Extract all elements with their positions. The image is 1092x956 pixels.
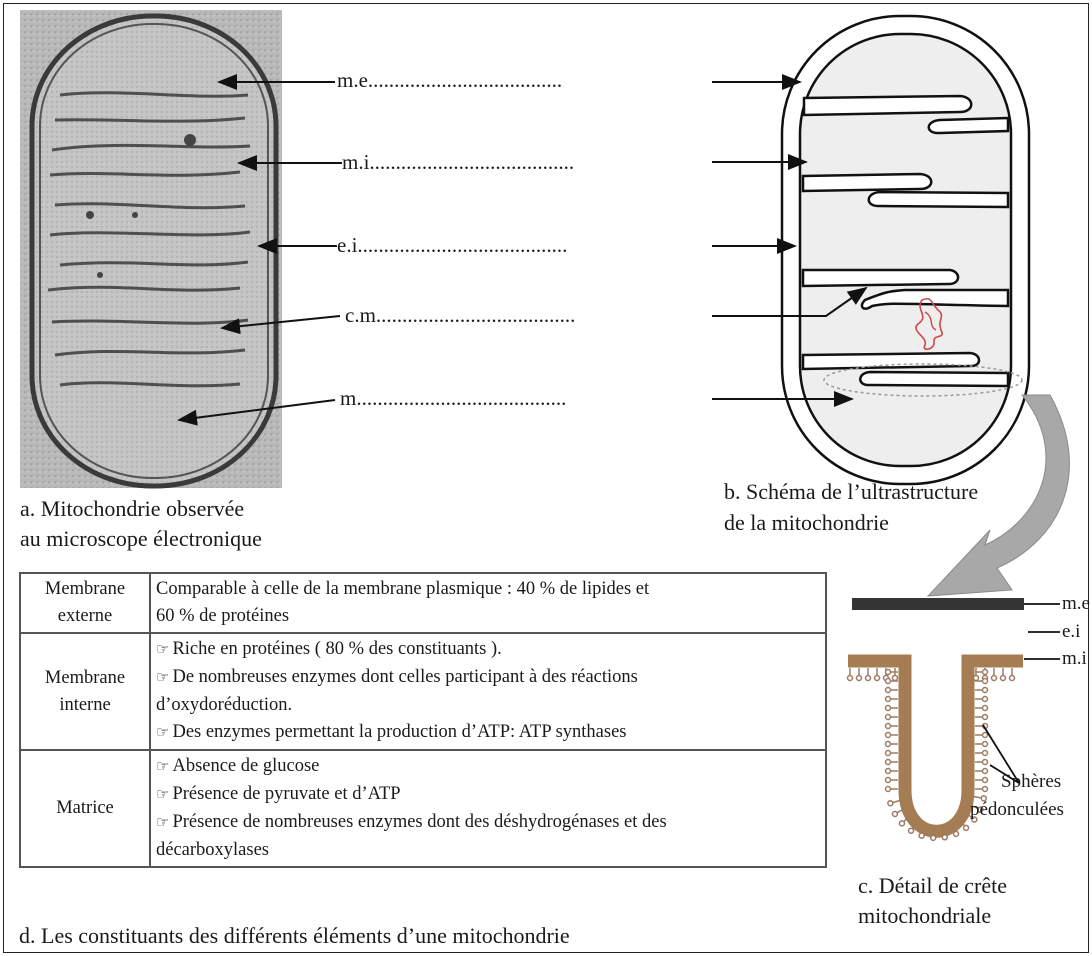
sphere-head [886, 760, 891, 765]
sphere-head [983, 787, 988, 792]
sphere-head [919, 833, 924, 838]
desc-line: Présence de nombreuses enzymes dont des … [172, 812, 666, 832]
sphere-head [974, 676, 979, 681]
sphere-head [886, 679, 891, 684]
sphere-head [1001, 676, 1006, 681]
row-name-cell: Membrane interne [20, 633, 150, 750]
row-desc-cell: Absence de glucose Présence de pyruvate … [150, 750, 826, 867]
row-name-cell: Matrice [20, 750, 150, 867]
caption-b-line2: de la mitochondrie [724, 509, 889, 537]
sphere-head [983, 751, 988, 756]
sphere-head [886, 751, 891, 756]
row-name: Membrane [25, 665, 145, 692]
caption-d: d. Les constituants des différents éléme… [19, 922, 570, 950]
sphere-head [893, 676, 898, 681]
sphere-head [983, 715, 988, 720]
row-name: Matrice [25, 795, 145, 822]
sphere-head [886, 787, 891, 792]
desc-line: Des enzymes permettant la production d’A… [172, 722, 626, 742]
sphere-head [954, 831, 959, 836]
crest-label-me: m.e [1062, 593, 1090, 615]
hand-pointer-icon [156, 667, 172, 687]
row-name-cell: Membrane externe [20, 573, 150, 633]
sphere-head [983, 697, 988, 702]
sphere-head [886, 706, 891, 711]
sphere-head [992, 676, 997, 681]
caption-a-line2: au microscope électronique [20, 525, 262, 553]
hand-pointer-icon [156, 639, 172, 659]
sphere-head [886, 742, 891, 747]
sphere-head [983, 679, 988, 684]
hand-pointer-icon [156, 722, 172, 742]
sphere-head [983, 769, 988, 774]
hand-pointer-icon [156, 812, 172, 832]
caption-c-line1: c. Détail de crête [858, 872, 1007, 900]
sphere-head [983, 778, 988, 783]
sphere-head [983, 742, 988, 747]
crest-label-ei: e.i [1062, 621, 1080, 643]
caption-b-line1: b. Schéma de l’ultrastructure [724, 478, 978, 506]
label-mi: m.i.....................................… [342, 150, 574, 174]
sphere-head [866, 676, 871, 681]
label-m: m.......................................… [340, 386, 566, 410]
caption-c-line2: mitochondriale [858, 902, 991, 930]
row-name: Membrane [25, 576, 145, 603]
sphere-head [983, 670, 988, 675]
sphere-head [886, 688, 891, 693]
label-ei: e.i.....................................… [337, 233, 567, 257]
outer-membrane-bar [852, 598, 1024, 610]
desc-line: Présence de pyruvate et d’ATP [172, 784, 400, 804]
table-row: Membrane interne Riche en protéines ( 80… [20, 633, 826, 750]
sphere-head [886, 670, 891, 675]
desc-line: Comparable à celle de la membrane plasmi… [156, 576, 821, 603]
row-name: interne [25, 692, 145, 719]
sphere-head [931, 835, 936, 840]
sphere-head [886, 733, 891, 738]
sphere-head [983, 760, 988, 765]
desc-line: d’oxydoréduction. [156, 692, 821, 719]
desc-line: Absence de glucose [172, 756, 319, 776]
sphere-head [892, 812, 897, 817]
label-cm: c.m.....................................… [345, 303, 575, 327]
sphere-head [886, 769, 891, 774]
spheres-label-line1: Sphères [1001, 771, 1061, 793]
spheres-label-line2: pédonculées [970, 799, 1064, 821]
table-row: Membrane externe Comparable à celle de l… [20, 573, 826, 633]
sphere-head [899, 821, 904, 826]
row-name: externe [25, 603, 145, 630]
sphere-head [886, 715, 891, 720]
desc-line: De nombreuses enzymes dont celles partic… [172, 667, 637, 687]
sphere-head [875, 676, 880, 681]
desc-line: Riche en protéines ( 80 % des constituan… [172, 639, 501, 659]
row-desc-cell: Comparable à celle de la membrane plasmi… [150, 573, 826, 633]
hand-pointer-icon [156, 784, 172, 804]
sphere-head [942, 835, 947, 840]
sphere-head [857, 676, 862, 681]
desc-line: décarboxylases [156, 837, 821, 864]
sphere-head [909, 828, 914, 833]
table-row: Matrice Absence de glucose Présence de p… [20, 750, 826, 867]
sphere-head [1010, 676, 1015, 681]
sphere-head [886, 778, 891, 783]
sphere-head [888, 801, 893, 806]
sphere-head [983, 688, 988, 693]
caption-a-line1: a. Mitochondrie observée [20, 495, 244, 523]
sphere-head [886, 724, 891, 729]
row-desc-cell: Riche en protéines ( 80 % des constituan… [150, 633, 826, 750]
hand-pointer-icon [156, 756, 172, 776]
crest-label-mi: m.i [1062, 648, 1087, 670]
sphere-head [886, 697, 891, 702]
sphere-head [983, 706, 988, 711]
sphere-head [848, 676, 853, 681]
desc-line: 60 % de protéines [156, 603, 821, 630]
sphere-head [964, 825, 969, 830]
label-me: m.e..................................... [337, 68, 562, 92]
sphere-head [983, 733, 988, 738]
constituents-table: Membrane externe Comparable à celle de l… [19, 572, 827, 868]
